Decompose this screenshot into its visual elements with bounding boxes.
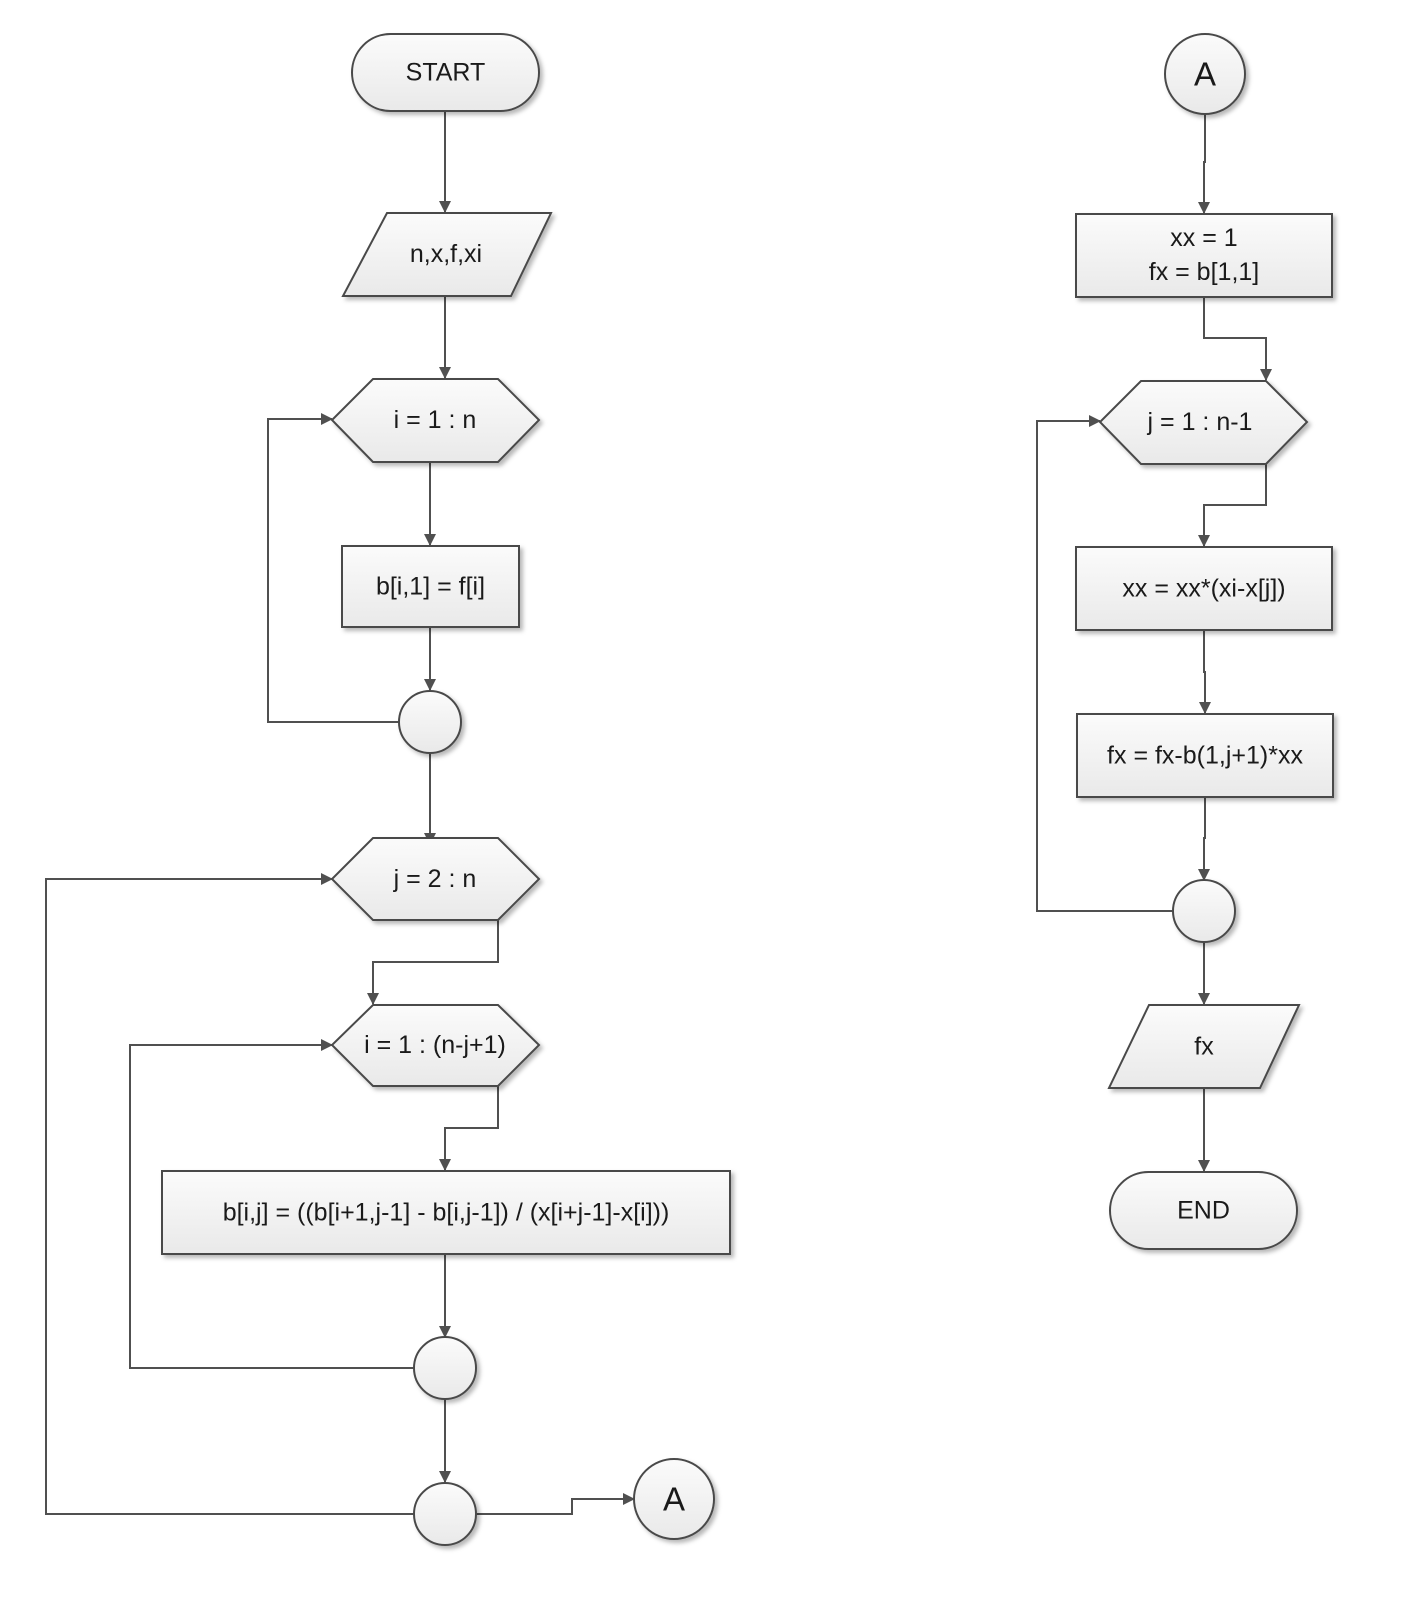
edge-connector-in-to-init	[1198, 114, 1210, 214]
edge-loop-j2-to-update-xx	[1198, 464, 1267, 547]
edge-loop-j2-back	[1036, 415, 1173, 912]
loop-j-join-circle	[413, 1482, 477, 1546]
update-xx-label: xx = xx*(xi-x[j])	[1122, 575, 1285, 603]
loop-j-hexagon: j = 2 : n	[330, 837, 541, 921]
loop-j2-hexagon: j = 1 : n-1	[1098, 380, 1309, 465]
edge-update-xx-to-update-fx	[1199, 630, 1211, 714]
update-xx-process: xx = xx*(xi-x[j])	[1075, 546, 1333, 631]
end-terminator: END	[1109, 1171, 1298, 1250]
end-label: END	[1177, 1197, 1230, 1225]
loop-i-join-circle	[398, 690, 462, 754]
loop-j-label: j = 2 : n	[393, 865, 477, 893]
assign-b-label: b[i,1] = f[i]	[376, 573, 485, 601]
start-terminator: START	[351, 33, 540, 112]
edge-join-j-to-connector	[476, 1493, 635, 1515]
assign-b-process: b[i,1] = f[i]	[341, 545, 520, 628]
update-fx-process: fx = fx-b(1,j+1)*xx	[1076, 713, 1334, 798]
edge-loop-i2-to-divided-diff	[439, 1086, 499, 1171]
loop-j2-join-circle	[1172, 879, 1236, 943]
edge-loop-j-to-loop-i2	[367, 920, 499, 1005]
init-process: xx = 1 fx = b[1,1]	[1075, 213, 1333, 298]
edge-init-to-loop-j2	[1203, 297, 1272, 381]
loop-j2-label: j = 1 : n-1	[1147, 408, 1253, 436]
output-parallelogram: fx	[1107, 1004, 1301, 1089]
init-xx-label: xx = 1	[1170, 224, 1237, 252]
input-parallelogram: n,x,f,xi	[341, 212, 553, 297]
connector-a-out: A	[633, 1458, 715, 1540]
edge-loop-i-back	[267, 413, 399, 723]
loop-i-label: i = 1 : n	[394, 406, 477, 434]
loop-i2-label: i = 1 : (n-j+1)	[364, 1031, 506, 1059]
connector-in-label: A	[1194, 56, 1216, 93]
edge-loop-i2-back	[129, 1039, 414, 1369]
loop-i-hexagon: i = 1 : n	[330, 378, 541, 463]
edge-loop-j-back	[45, 873, 414, 1515]
divided-diff-process: b[i,j] = ((b[i+1,j-1] - b[i,j-1]) / (x[i…	[161, 1170, 731, 1255]
start-label: START	[406, 59, 486, 87]
update-fx-label: fx = fx-b(1,j+1)*xx	[1107, 742, 1303, 770]
input-label: n,x,f,xi	[410, 240, 482, 268]
connector-out-label: A	[663, 1481, 685, 1518]
output-label: fx	[1194, 1033, 1214, 1061]
connector-a-in: A	[1164, 33, 1246, 115]
init-fx-label: fx = b[1,1]	[1149, 258, 1260, 286]
edge-update-fx-to-join-j2	[1198, 797, 1210, 881]
loop-i2-join-circle	[413, 1336, 477, 1400]
divided-diff-label: b[i,j] = ((b[i+1,j-1] - b[i,j-1]) / (x[i…	[223, 1199, 670, 1227]
loop-i2-hexagon: i = 1 : (n-j+1)	[330, 1004, 541, 1087]
